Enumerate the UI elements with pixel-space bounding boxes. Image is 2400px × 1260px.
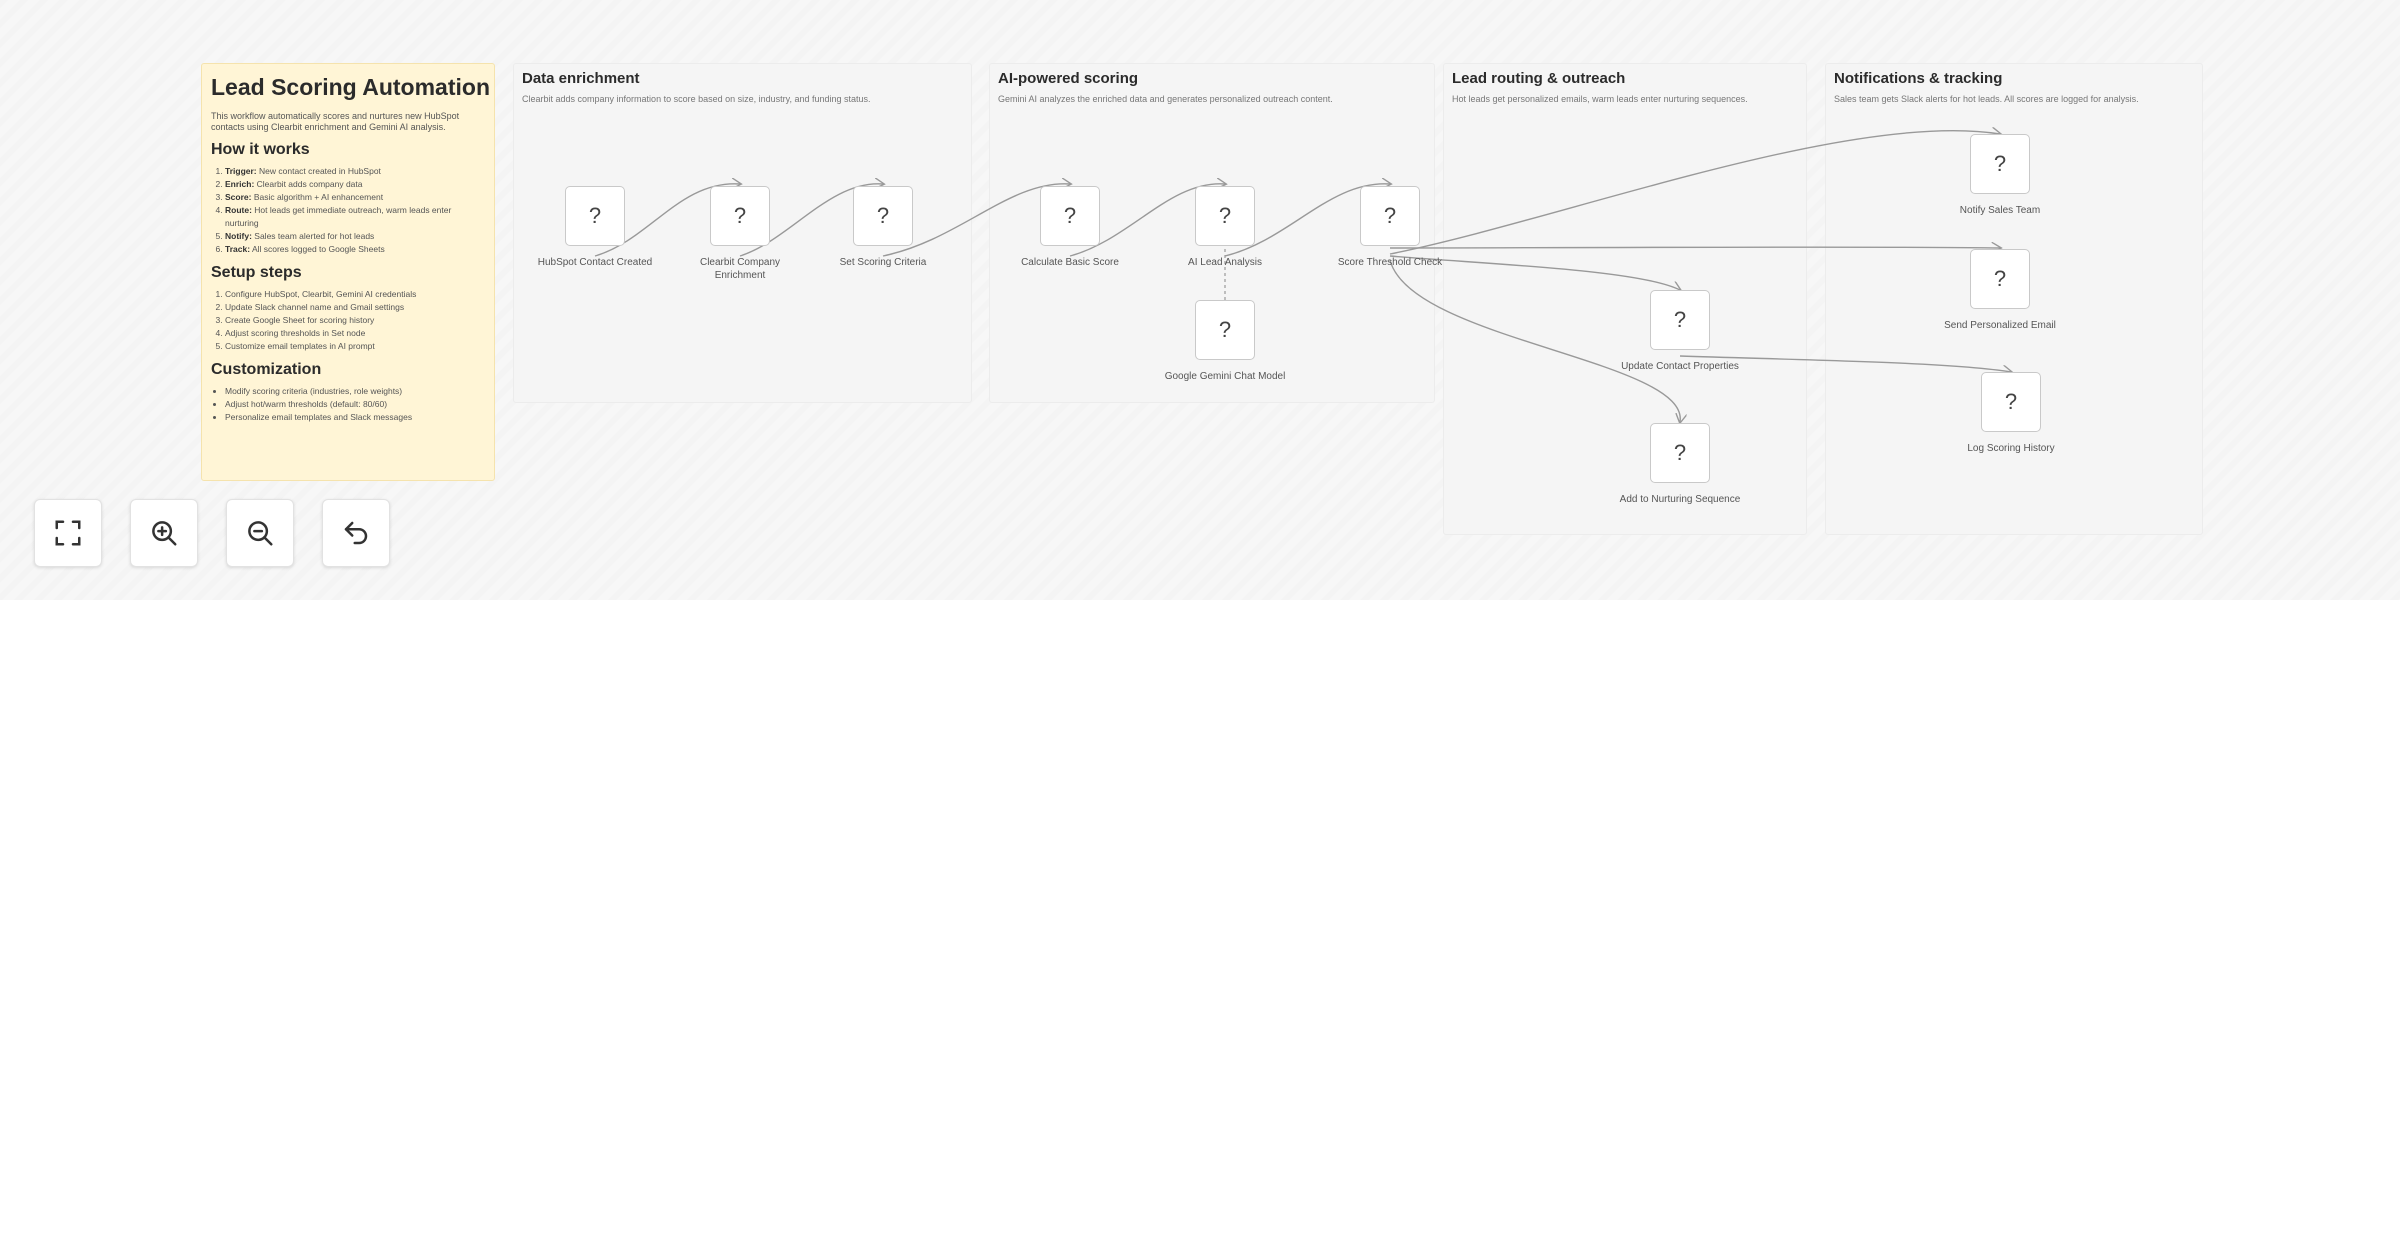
list-item: Customize email templates in AI prompt (225, 340, 485, 353)
list-item: Route: Hot leads get immediate outreach,… (225, 204, 485, 230)
node-label: Update Contact Properties (1621, 361, 1739, 372)
group-lead-routing[interactable]: Lead routing & outreach Hot leads get pe… (1443, 63, 1807, 535)
list-item: Modify scoring criteria (industries, rol… (225, 385, 485, 398)
node-label: HubSpot Contact Created (537, 257, 653, 268)
zoom-out-icon (248, 521, 273, 546)
node-label: Clearbit Company Enrichment (699, 257, 781, 281)
node-send-personalized-email[interactable]: ? Send Personalized Email (1944, 249, 2056, 331)
node-add-to-nurturing-sequence[interactable]: ? Add to Nurturing Sequence (1620, 423, 1740, 505)
list-item: Configure HubSpot, Clearbit, Gemini AI c… (225, 288, 485, 301)
list-item: Score: Basic algorithm + AI enhancement (225, 191, 485, 204)
node-notify-sales-team[interactable]: ? Notify Sales Team (1960, 134, 2040, 216)
note-title: Lead Scoring Automation (211, 74, 490, 100)
node-label: Log Scoring History (1967, 443, 2055, 454)
list-item: Enrich: Clearbit adds company data (225, 178, 485, 191)
node-update-contact-properties[interactable]: ? Update Contact Properties (1621, 290, 1739, 372)
list-item: Trigger: New contact created in HubSpot (225, 165, 485, 178)
node-clearbit-company-enrichment[interactable]: ? Clearbit Company Enrichment (700, 186, 780, 281)
workflow-canvas[interactable]: Lead Scoring Automation This workflow au… (0, 0, 2400, 600)
node-label: Calculate Basic Score (1021, 257, 1119, 268)
zoom-in-button[interactable] (130, 499, 198, 567)
note-setup-list: Configure HubSpot, Clearbit, Gemini AI c… (211, 288, 485, 353)
node-log-scoring-history[interactable]: ? Log Scoring History (1967, 372, 2055, 454)
fit-view-button[interactable] (34, 499, 102, 567)
node-ai-lead-analysis[interactable]: ? AI Lead Analysis (1188, 186, 1262, 268)
group-title: Data enrichment (522, 70, 640, 87)
unknown-node-icon: ? (1650, 423, 1710, 483)
list-item: Personalize email templates and Slack me… (225, 411, 485, 424)
group-description: Clearbit adds company information to sco… (522, 94, 871, 104)
node-label: Google Gemini Chat Model (1164, 371, 1286, 382)
group-description: Hot leads get personalized emails, warm … (1452, 94, 1748, 104)
node-hubspot-contact-created[interactable]: ? HubSpot Contact Created (538, 186, 652, 268)
unknown-node-icon: ? (1981, 372, 2041, 432)
node-label: AI Lead Analysis (1188, 257, 1262, 268)
fit-view-icon (55, 520, 81, 546)
unknown-node-icon: ? (1195, 300, 1255, 360)
list-item: Notify: Sales team alerted for hot leads (225, 230, 485, 243)
unknown-node-icon: ? (1195, 186, 1255, 246)
list-item: Create Google Sheet for scoring history (225, 314, 485, 327)
node-label: Score Threshold Check (1337, 257, 1443, 268)
zoom-out-button[interactable] (226, 499, 294, 567)
unknown-node-icon: ? (853, 186, 913, 246)
node-label: Notify Sales Team (1959, 205, 2041, 216)
list-item: Adjust scoring thresholds in Set node (225, 327, 485, 340)
group-title: Lead routing & outreach (1452, 70, 1626, 87)
note-custom-list: Modify scoring criteria (industries, rol… (211, 385, 485, 424)
node-set-scoring-criteria[interactable]: ? Set Scoring Criteria (840, 186, 926, 268)
zoom-in-icon (152, 521, 177, 546)
sticky-note-overview[interactable]: Lead Scoring Automation This workflow au… (201, 63, 495, 481)
unknown-node-icon: ? (710, 186, 770, 246)
group-title: AI-powered scoring (998, 70, 1139, 87)
group-title: Notifications & tracking (1834, 70, 2003, 87)
undo-button[interactable] (322, 499, 390, 567)
unknown-node-icon: ? (1650, 290, 1710, 350)
list-item: Update Slack channel name and Gmail sett… (225, 301, 485, 314)
node-score-threshold-check[interactable]: ? Score Threshold Check (1338, 186, 1442, 268)
note-how-list: Trigger: New contact created in HubSpot … (211, 165, 485, 256)
node-label: Send Personalized Email (1944, 320, 2056, 331)
unknown-node-icon: ? (1970, 249, 2030, 309)
note-how-heading: How it works (211, 141, 310, 158)
unknown-node-icon: ? (565, 186, 625, 246)
list-item: Track: All scores logged to Google Sheet… (225, 243, 485, 256)
group-description: Gemini AI analyzes the enriched data and… (998, 94, 1333, 104)
node-calculate-basic-score[interactable]: ? Calculate Basic Score (1021, 186, 1119, 268)
list-item: Adjust hot/warm thresholds (default: 80/… (225, 398, 485, 411)
node-google-gemini-chat-model[interactable]: ? Google Gemini Chat Model (1165, 300, 1285, 382)
note-setup-heading: Setup steps (211, 264, 302, 281)
unknown-node-icon: ? (1360, 186, 1420, 246)
unknown-node-icon: ? (1040, 186, 1100, 246)
note-intro: This workflow automatically scores and n… (211, 111, 460, 132)
note-custom-heading: Customization (211, 361, 322, 378)
node-label: Set Scoring Criteria (839, 257, 927, 268)
undo-icon (344, 521, 368, 545)
node-label: Add to Nurturing Sequence (1619, 494, 1741, 505)
unknown-node-icon: ? (1970, 134, 2030, 194)
group-description: Sales team gets Slack alerts for hot lea… (1834, 94, 2139, 104)
